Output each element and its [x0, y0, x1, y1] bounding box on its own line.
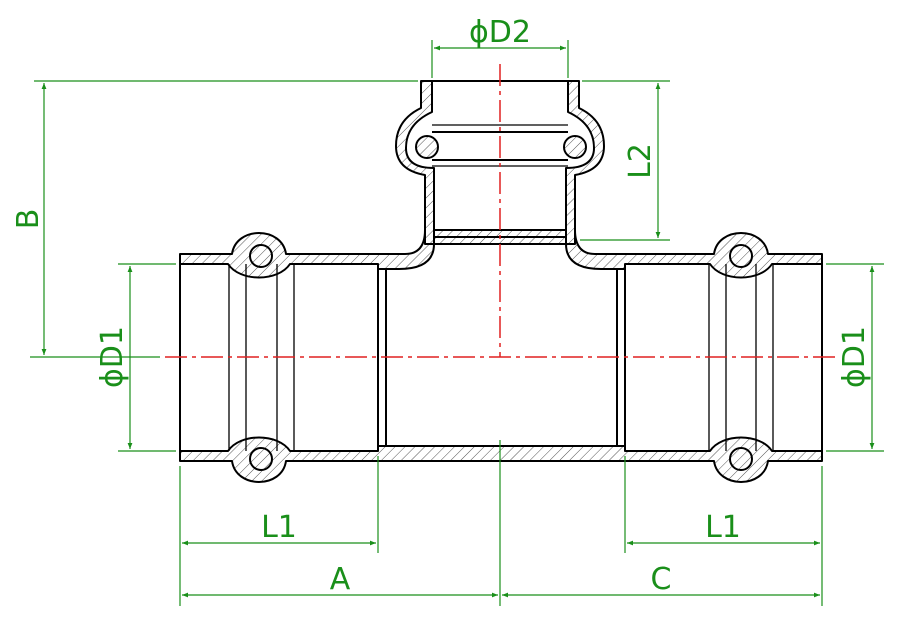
- label-d1-right: ϕD1: [837, 326, 872, 388]
- o-ring-left-top: [249, 244, 273, 268]
- o-ring-right-top: [729, 244, 753, 268]
- main-top-wall: [179, 229, 823, 279]
- label-d2: ϕD2: [469, 15, 531, 50]
- center-lines: [165, 64, 840, 358]
- socket-edges: [228, 124, 774, 451]
- o-ring-branch-left: [415, 135, 439, 159]
- label-l1-left: L1: [261, 510, 297, 545]
- o-ring-seals: [249, 135, 753, 471]
- label-b: B: [11, 209, 46, 230]
- dimension-labels: ϕD2 B L2 ϕD1 ϕD1 L1 L1 A C: [11, 15, 872, 597]
- o-ring-right-bottom: [729, 447, 753, 471]
- branch-left-wall: [395, 80, 435, 245]
- label-d1-left: ϕD1: [95, 326, 130, 388]
- label-l1-right: L1: [705, 510, 741, 545]
- o-ring-left-bottom: [249, 447, 273, 471]
- label-c: C: [651, 562, 672, 597]
- branch-right-wall: [565, 80, 605, 245]
- dimensions: [30, 40, 884, 606]
- label-l2: L2: [623, 143, 658, 179]
- o-ring-branch-right: [563, 135, 587, 159]
- label-a: A: [330, 562, 351, 597]
- fitting-body: [179, 80, 823, 483]
